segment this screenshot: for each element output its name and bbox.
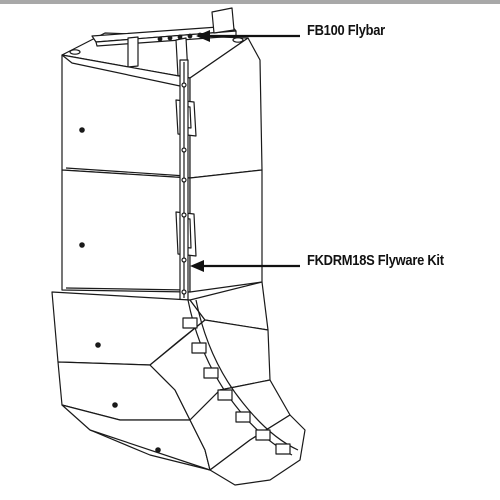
cabinet-upper-2 — [61, 169, 263, 293]
callout-arrows — [190, 30, 300, 272]
flyware-kit-label: FKDRM18S Flyware Kit — [307, 252, 444, 269]
flyware-chain — [182, 299, 299, 456]
flyware-rail — [179, 59, 189, 301]
cabinet-lower-1 — [51, 281, 269, 366]
cabinet-lower-3 — [61, 379, 291, 471]
flyware-arrowhead — [190, 260, 204, 272]
top-rule — [0, 0, 500, 4]
flybar-arrowhead — [196, 30, 210, 42]
flybar-label: FB100 Flybar — [307, 22, 385, 39]
